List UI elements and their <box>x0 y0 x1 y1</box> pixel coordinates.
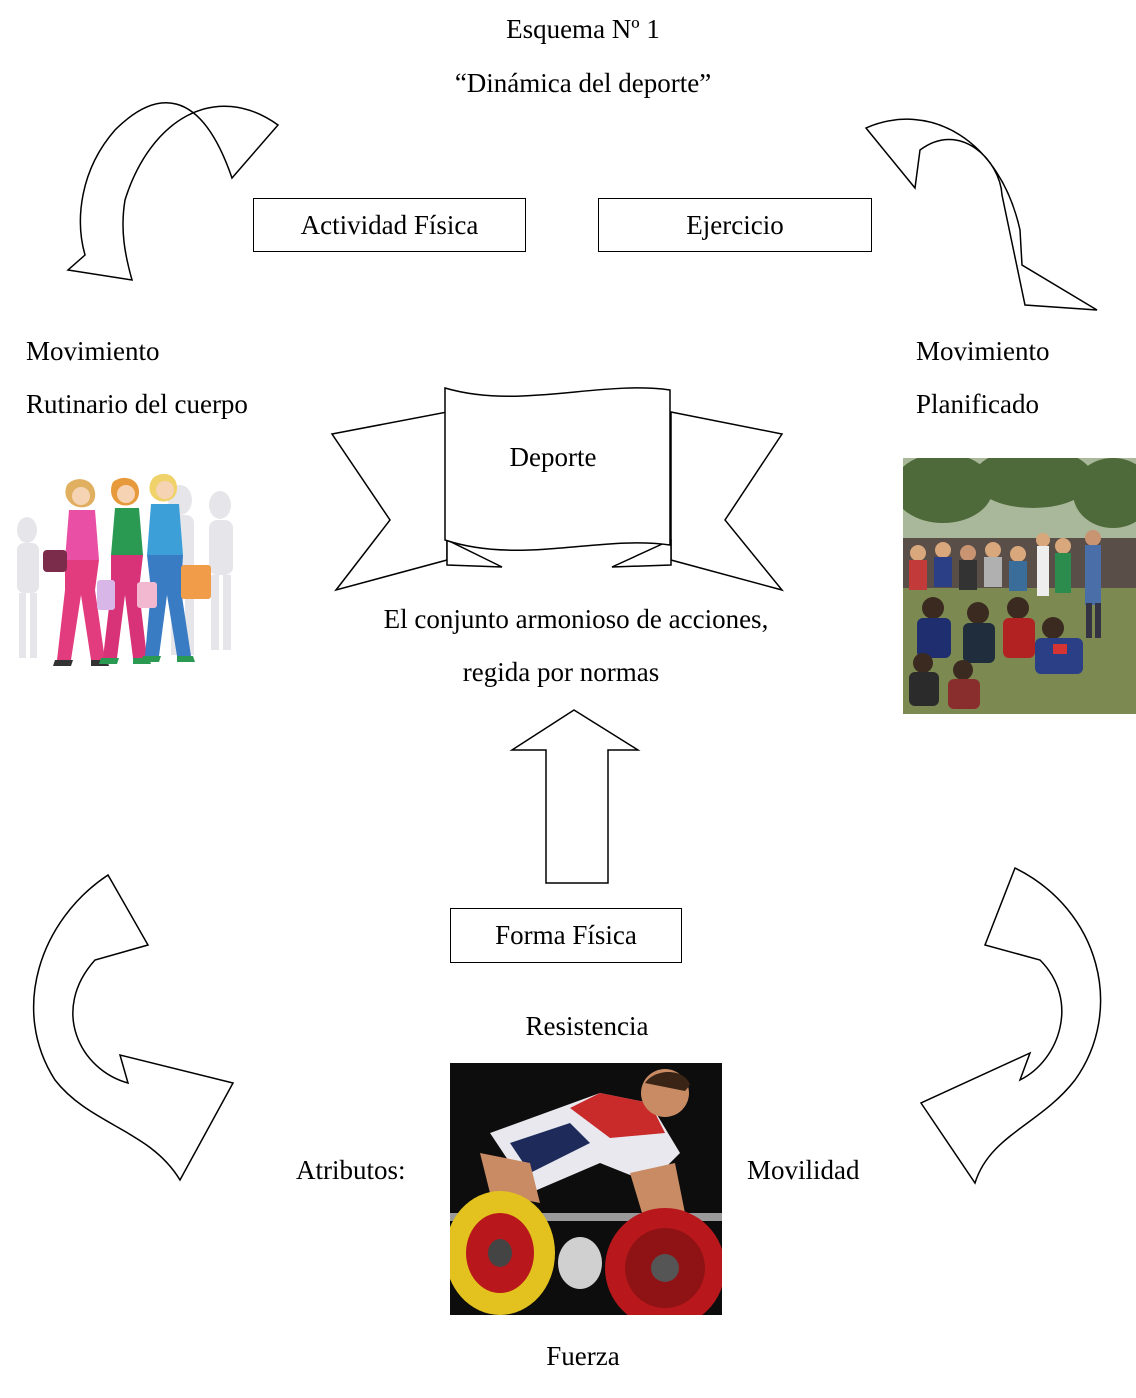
actividad-fisica-box: Actividad Física <box>253 198 526 252</box>
banner-left-tail <box>330 411 448 592</box>
left-concept-line1: Movimiento <box>26 336 160 366</box>
shopping-women-image <box>5 470 255 675</box>
attribute-movilidad: Movilidad <box>747 1155 860 1185</box>
banner-right-tail <box>670 411 785 592</box>
group-activity-image <box>903 458 1136 714</box>
up-arrow <box>509 709 641 884</box>
curved-arrow-top-left <box>66 102 280 281</box>
attribute-fuerza: Fuerza <box>546 1341 620 1371</box>
ejercicio-box: Ejercicio <box>598 198 872 252</box>
banner-left-fold <box>446 538 503 568</box>
attributes-label: Atributos: <box>296 1155 406 1185</box>
definition-line1: El conjunto armonioso de acciones, <box>383 604 769 634</box>
right-concept-line1: Movimiento <box>916 336 1050 366</box>
definition-line2: regida por normas <box>462 657 660 687</box>
curved-arrow-bottom-left <box>33 873 235 1182</box>
group-outdoor-activity-photo <box>903 458 1136 714</box>
weightlifter-photo <box>450 1063 722 1315</box>
deporte-label: Deporte <box>509 442 597 472</box>
forma-fisica-box: Forma Física <box>450 908 682 963</box>
forma-fisica-label: Forma Física <box>495 920 637 950</box>
banner-center <box>444 386 671 551</box>
banner-right-fold <box>611 538 672 568</box>
attribute-resistencia: Resistencia <box>525 1011 649 1041</box>
scheme-number: Esquema Nº 1 <box>506 14 660 44</box>
actividad-fisica-label: Actividad Física <box>300 209 479 240</box>
curved-arrow-top-right <box>864 118 1098 311</box>
ejercicio-label: Ejercicio <box>686 209 784 240</box>
curved-arrow-bottom-right <box>919 866 1102 1185</box>
right-concept-line2: Planificado <box>916 389 1039 419</box>
weightlifter-image <box>450 1063 722 1315</box>
left-concept-line2: Rutinario del cuerpo <box>26 389 248 419</box>
shopping-women-illustration <box>5 470 255 675</box>
scheme-title: “Dinámica del deporte” <box>454 68 712 98</box>
